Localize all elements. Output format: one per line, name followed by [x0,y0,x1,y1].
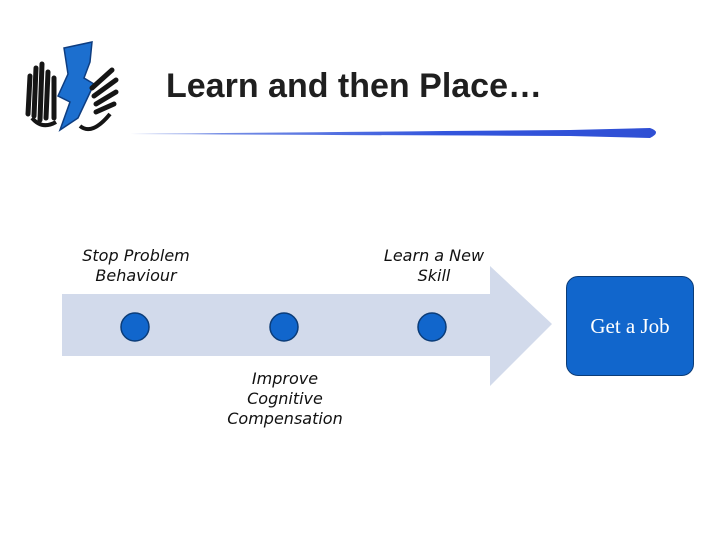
goal-label: Get a Job [590,314,670,338]
step-label-improve-cognitive-compensation: Improve Cognitive Compensation [227,369,343,428]
process-arrow [62,266,552,386]
title-underline [130,128,656,138]
step-label-stop-problem-behaviour: Stop Problem Behaviour [82,246,190,285]
slide-title: Learn and then Place… [166,67,542,105]
milestone-learn-new-skill [417,312,447,342]
step-label-learn-new-skill: Learn a New Skill [383,246,485,285]
goal-box: Get a Job [566,276,694,376]
milestone-improve-cognitive-compensation [269,312,299,342]
milestone-stop-problem-behaviour [120,312,150,342]
hands-logo-icon [20,18,120,170]
